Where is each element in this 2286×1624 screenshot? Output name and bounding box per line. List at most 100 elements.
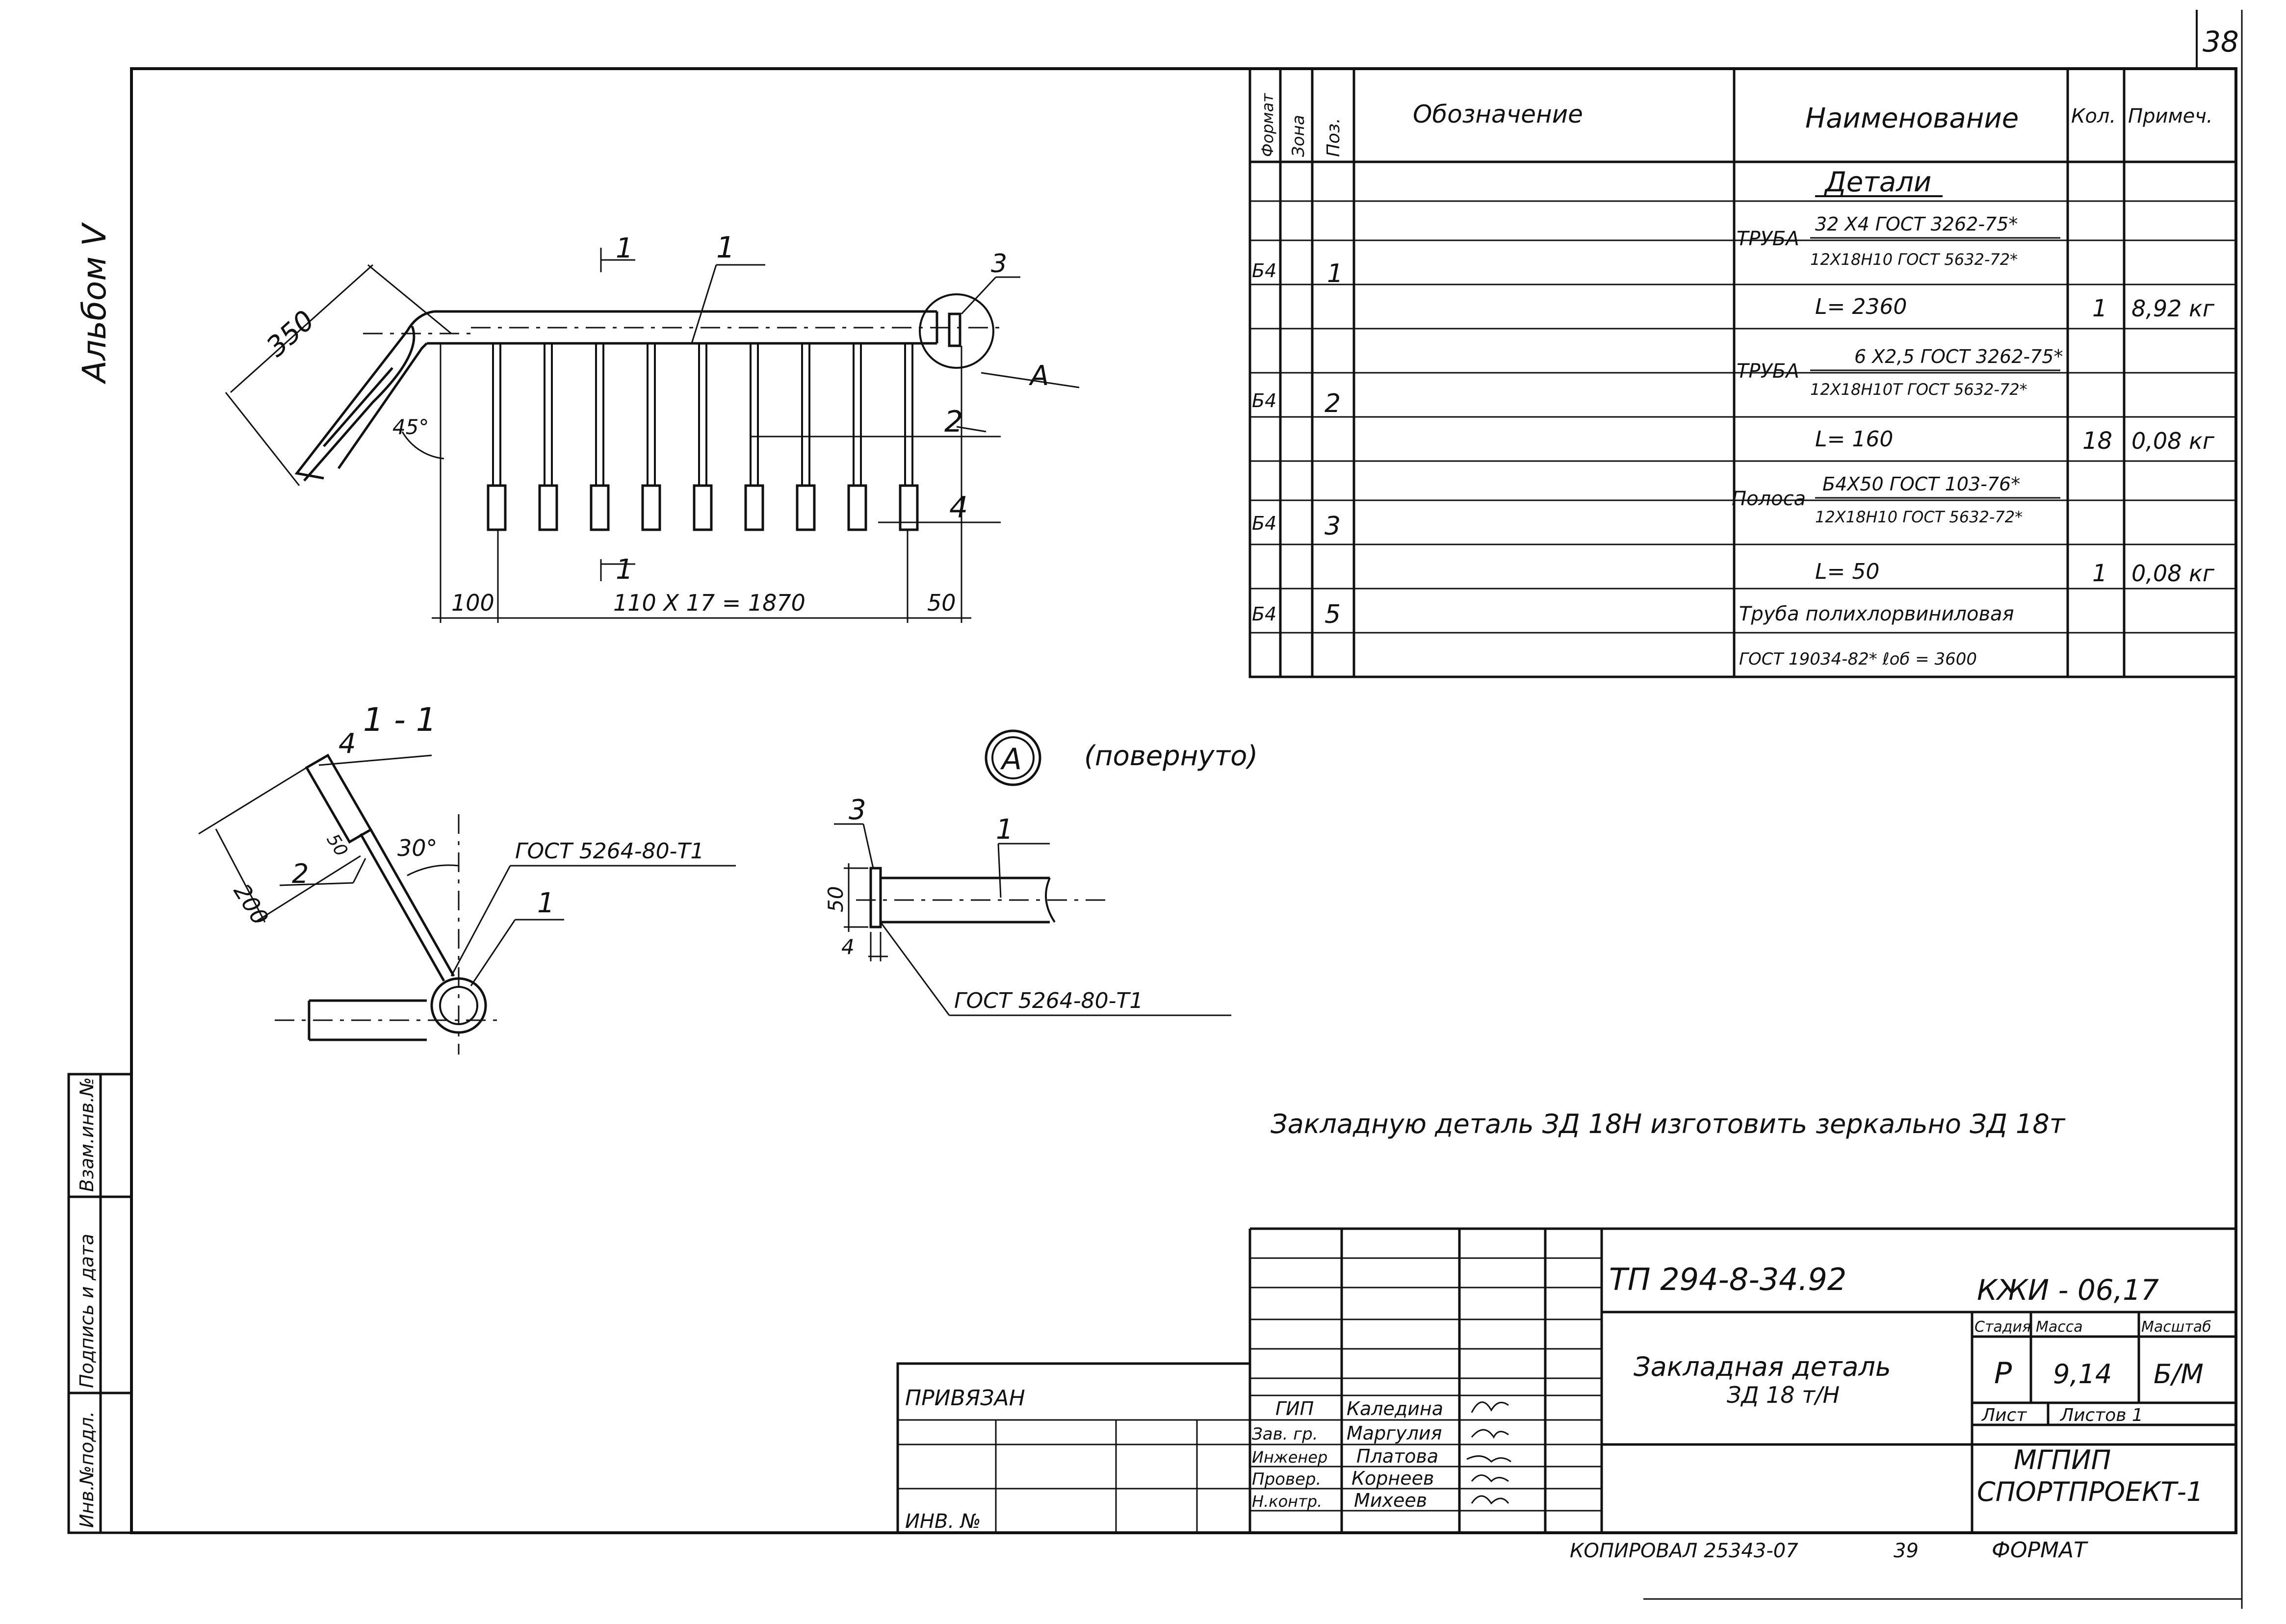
row3-length: L= 50 — [1815, 559, 1879, 584]
tb-name-4: Корнеев — [1351, 1468, 1434, 1489]
row3-spec-bottom: 12Х18Н10 ГОСТ 5632-72* — [1815, 508, 2023, 526]
section-weld-gost: ГОСТ 5264-80-Т1 — [515, 839, 704, 864]
leader-label-3: 3 — [991, 249, 1007, 279]
tb-name-5: Михеев — [1354, 1490, 1427, 1511]
inv-subst-label: Взам.инв.№ — [76, 1077, 98, 1192]
section-dim-50: 50 — [322, 830, 351, 860]
hanger-sleeves — [487, 484, 919, 531]
view-a-leader-1: 1 — [996, 814, 1013, 846]
dim-100: 100 — [451, 590, 494, 616]
row2-pos: 2 — [1325, 389, 1341, 418]
tb-role-1: ГИП — [1275, 1398, 1314, 1419]
row1-spec-bottom: 12Х18Н10 ГОСТ 5632-72* — [1810, 250, 2018, 269]
row2-format: Б4 — [1252, 390, 1276, 412]
row1-format: Б4 — [1252, 260, 1276, 282]
footer-format: ФОРМАТ — [1992, 1538, 2088, 1563]
row1-length: L= 2360 — [1815, 294, 1907, 319]
tb-role-4: Провер. — [1252, 1469, 1321, 1489]
signatures — [1466, 1401, 1511, 1505]
row4-format: Б4 — [1252, 603, 1276, 625]
row3-name: Полоса — [1732, 488, 1806, 510]
view-marker-a: A — [1029, 360, 1049, 392]
leader-label-2: 2 — [944, 405, 963, 439]
page-number: 38 — [2203, 25, 2239, 58]
row2-spec-bottom: 12Х18Н10Т ГОСТ 5632-72* — [1810, 380, 2027, 399]
tb-org-line1: МГПИП — [2014, 1444, 2111, 1475]
col-header-note: Примеч. — [2128, 105, 2213, 128]
col-header-pos: Поз. — [1324, 118, 1344, 157]
view-a-weld-gost: ГОСТ 5264-80-Т1 — [954, 988, 1143, 1013]
title-block-grid — [896, 1257, 1602, 1534]
row3-note: 0,08 кг — [2131, 560, 2215, 587]
view-a-caption: (повернуто) — [1084, 740, 1258, 772]
row1-pos: 1 — [1327, 259, 1343, 288]
tb-scale: Б/М — [2154, 1359, 2204, 1390]
section-title-parts: Детали — [1823, 166, 1931, 198]
row3-format: Б4 — [1252, 513, 1276, 534]
tb-stage-header: Стадия — [1974, 1318, 2031, 1336]
dim-pitch: 110 Х 17 = 1870 — [613, 590, 805, 616]
section-mark-bottom: 1 — [616, 554, 633, 586]
section-leader-2: 2 — [292, 858, 309, 889]
inv-orig-label: Инв.№подл. — [76, 1411, 98, 1528]
view-a-dims — [834, 823, 1231, 1016]
view-a-symbol — [985, 729, 1041, 786]
row2-length: L= 160 — [1815, 427, 1893, 452]
view-a-dim-50: 50 — [824, 886, 848, 912]
col-header-format: Формат — [1258, 93, 1277, 157]
row3-qty: 1 — [2092, 560, 2107, 587]
row4-name: Труба полихлорвиниловая — [1739, 603, 2014, 625]
row4-standard: ГОСТ 19034-82* ℓоб = 3600 — [1739, 649, 1977, 669]
tb-role-5: Н.контр. — [1252, 1492, 1322, 1511]
section-mark-top: 1 — [616, 232, 633, 264]
main-view — [294, 293, 1006, 482]
tb-role-2: Зав. гр. — [1252, 1424, 1318, 1444]
tb-stage: Р — [1994, 1356, 2012, 1391]
tb-designation: ТП 294-8-34.92 — [1609, 1262, 1846, 1297]
sheet-frame — [130, 10, 2243, 1609]
col-header-designation: Обозначение — [1413, 100, 1583, 129]
leader-label-4: 4 — [949, 490, 968, 525]
row2-note: 0,08 кг — [2131, 428, 2215, 454]
section-leader-1: 1 — [537, 887, 555, 919]
row1-qty: 1 — [2092, 295, 2107, 322]
tb-object: Закладная деталь — [1634, 1351, 1891, 1382]
tb-mass: 9,14 — [2053, 1359, 2112, 1390]
tb-object-sub: ЗД 18 т/Н — [1727, 1382, 1840, 1408]
tb-inv-no: ИНВ. № — [905, 1510, 981, 1533]
angle-45: 45° — [392, 415, 429, 439]
view-a-leader-3: 3 — [849, 794, 866, 826]
section-title: 1 - 1 — [363, 701, 437, 739]
col-header-qty: Кол. — [2071, 105, 2116, 128]
row3-spec-top: Б4Х50 ГОСТ 103-76* — [1822, 473, 2020, 495]
section-1-1 — [275, 753, 500, 1055]
row1-note: 8,92 кг — [2131, 295, 2215, 322]
tb-name-3: Платова — [1356, 1445, 1438, 1467]
footer-copy-page: 39 — [1894, 1540, 1919, 1562]
tb-mass-header: Масса — [2036, 1318, 2083, 1336]
main-view-dims — [225, 248, 1080, 623]
row3-pos: 3 — [1325, 512, 1341, 541]
row4-pos: 5 — [1325, 600, 1341, 629]
footer-copied: КОПИРОВАЛ 25343-07 — [1570, 1540, 1798, 1562]
view-a-detail — [856, 867, 1109, 928]
signature-date-label: Подпись и дата — [76, 1234, 98, 1388]
section-leader-4: 4 — [338, 728, 356, 760]
mirror-note: Закладную деталь ЗД 18Н изготовить зерка… — [1271, 1108, 2066, 1139]
view-a-dim-4: 4 — [841, 935, 855, 959]
tb-org-line2: СПОРТПРОЕКТ-1 — [1977, 1476, 2203, 1507]
tb-privyazan: ПРИВЯЗАН — [905, 1386, 1025, 1411]
section-1-1-dims — [198, 754, 736, 986]
dim-50: 50 — [927, 590, 956, 616]
tb-code: КЖИ - 06,17 — [1977, 1273, 2159, 1307]
album-label: Альбом V — [76, 222, 113, 385]
tb-name-1: Каледина — [1347, 1398, 1443, 1419]
tb-name-2: Маргулия — [1347, 1422, 1442, 1444]
section-dim-200: 200 — [229, 879, 274, 929]
col-header-zone: Зона — [1289, 115, 1308, 157]
hangers — [492, 343, 913, 486]
row1-name: ТРУБА — [1737, 228, 1799, 250]
view-a-letter: А — [1000, 742, 1022, 776]
col-header-name: Наименование — [1805, 103, 2019, 134]
